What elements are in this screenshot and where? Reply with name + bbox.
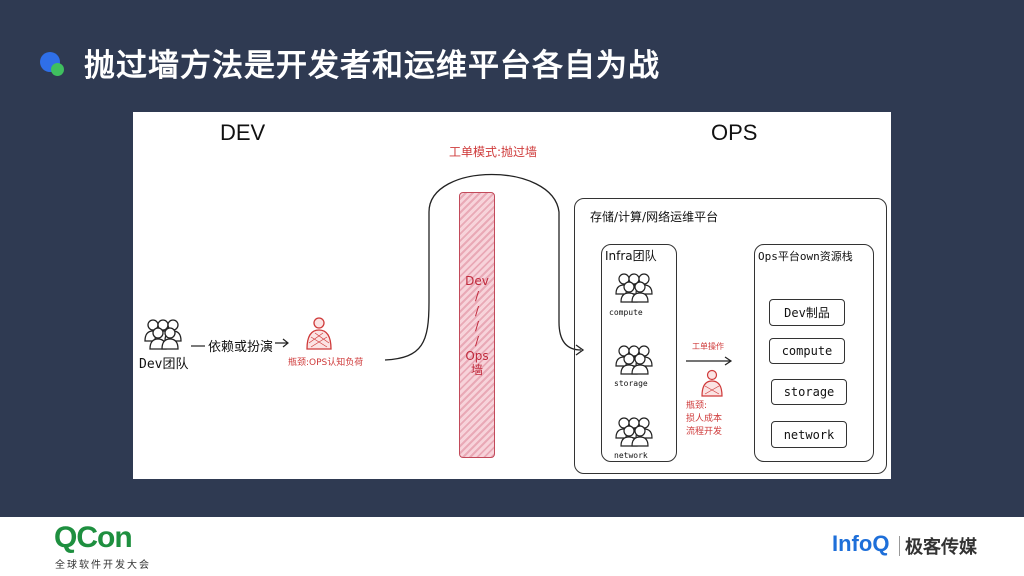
ops-title: OPS [711,120,758,145]
wall-block [459,192,495,458]
ops-platform-box [574,198,887,474]
infra-storage-label: storage [614,379,648,388]
ops-bottleneck-label: 瓶颈:OPS认知负荷 [288,358,364,368]
dev-team-label: Dev团队 [139,357,189,372]
qcon-logo: QCon [54,521,133,554]
stack-item-storage: storage [771,379,847,405]
infra-compute-people-icon [615,273,653,303]
infra-team-label: Infra团队 [605,249,657,263]
footer-bar: QCon 全球软件开发大会 InfoQ 极客传媒 [0,517,1024,576]
wall-ops-label: Ops [465,349,489,363]
infoq-media-label: 极客传媒 [905,537,977,558]
infra-network-people-icon [615,417,653,447]
stack-item-dev-artifact: Dev制品 [769,299,845,326]
ops-stack-label: Ops平台own资源栈 [758,250,853,263]
wall-label: 墙 [470,363,483,377]
ops-platform-label: 存储/计算/网络运维平台 [590,210,719,224]
wall-slash-2: / [474,304,480,318]
ops-bottleneck-person-icon [306,317,332,350]
dependency-label: 依赖或扮演 [208,340,274,355]
ops-stack-box [754,244,874,462]
slide-title: 抛过墙方法是开发者和运维平台各自为战 [84,48,660,84]
diagram-connectors [144,174,733,447]
infoq-logo: InfoQ [832,531,890,556]
infra-team-box [601,244,677,462]
title-bullet-icon [40,52,66,78]
diagram-panel: DEV OPS Dev团队 依赖或扮演 瓶颈:OPS认知负荷 工单模式:抛过墙 … [133,112,891,479]
ticket-op-label: 工单操作 [692,342,724,351]
wall-slash-4: / [474,334,480,348]
ticket-mode-label: 工单模式:抛过墙 [449,145,538,159]
labor-bottleneck-title: 瓶颈: [686,401,708,411]
infra-storage-people-icon [615,345,653,375]
wall-dev-label: Dev [465,274,489,288]
infra-network-label: network [614,451,648,460]
wall-slash-3: / [474,319,480,333]
dev-title: DEV [220,120,266,145]
qcon-subtitle: 全球软件开发大会 [55,560,151,571]
labor-bottleneck-line-2: 流程开发 [686,427,723,437]
labor-bottleneck-line-1: 损人成本 [686,414,723,424]
labor-bottleneck-person-icon [701,369,723,397]
footer-divider [899,536,900,556]
infra-compute-label: compute [609,308,643,317]
stack-item-compute: compute [769,338,845,364]
wall-slash-1: / [474,289,480,303]
dev-team-people-icon [144,319,182,350]
stack-item-network: network [771,421,847,448]
